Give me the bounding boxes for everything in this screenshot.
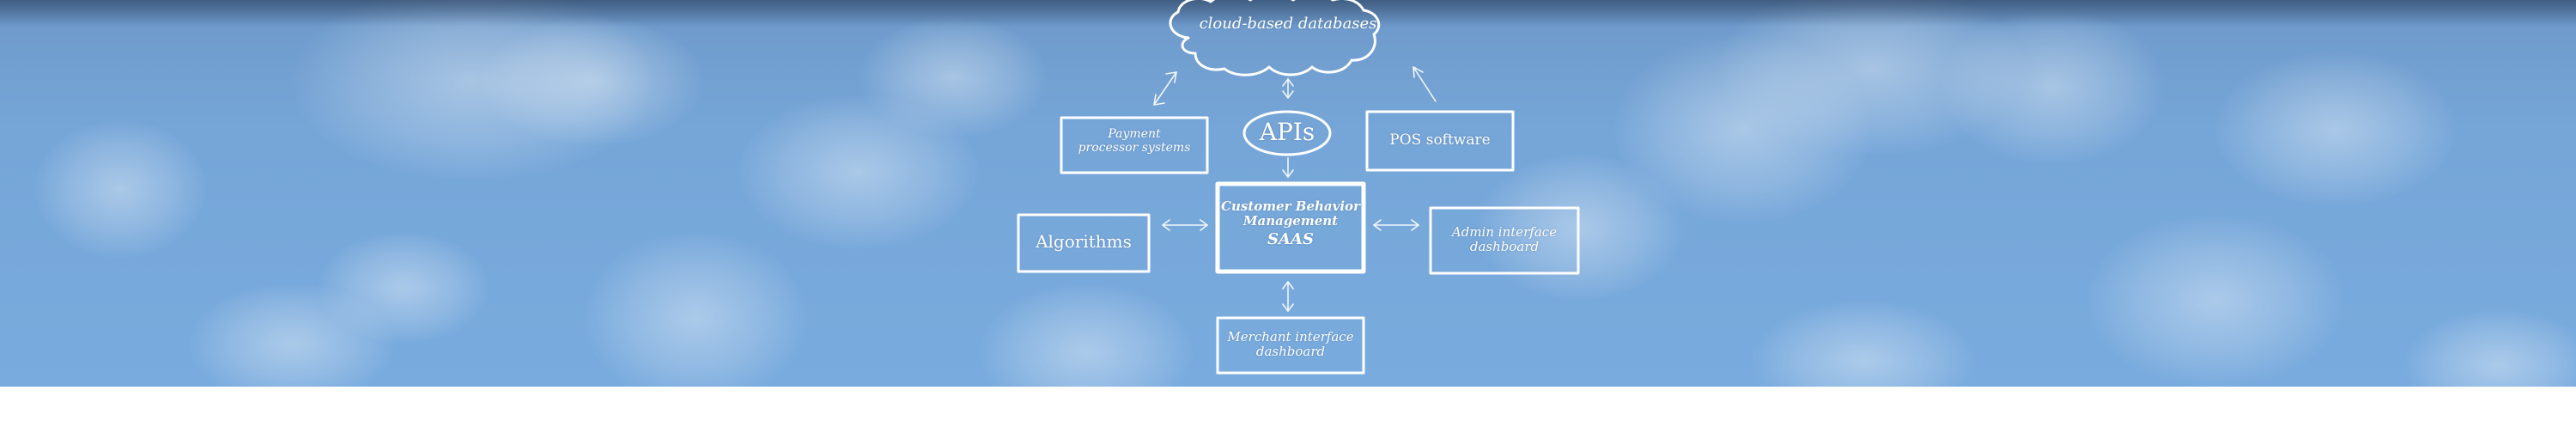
- payment-box: [1060, 116, 1209, 174]
- merchant-box: [1216, 316, 1365, 375]
- center-label: Customer Behavior Management SAAS: [1218, 198, 1364, 248]
- background-cloud: [2215, 52, 2456, 206]
- background-cloud: [584, 232, 807, 404]
- merchant-label-line1: Merchant interface: [1227, 329, 1354, 345]
- merchant-label: Merchant interface dashboard: [1218, 329, 1364, 360]
- payment-label-line2: processor systems: [1078, 141, 1191, 156]
- algorithms-box: [1017, 213, 1151, 273]
- background-cloud: [1941, 9, 2164, 163]
- center-box: [1215, 181, 1366, 274]
- apis-ellipse: [1242, 110, 1332, 156]
- pos-label-text: POS software: [1389, 131, 1491, 149]
- pos-box: [1365, 110, 1515, 172]
- background-cloud: [318, 232, 489, 344]
- cloud-shape: [1169, 0, 1381, 76]
- cloud-label: cloud-based databases: [1194, 15, 1382, 34]
- background-cloud: [189, 284, 395, 404]
- cloud-label-text: cloud-based databases: [1199, 15, 1377, 33]
- center-label-line2: Management: [1242, 213, 1339, 229]
- top-shade: [0, 0, 2576, 26]
- background-cloud: [1717, 0, 2026, 155]
- arrow-pos-cloud: [1413, 66, 1437, 102]
- admin-label-line1: Admin interface: [1451, 224, 1558, 240]
- background-cloud: [481, 17, 704, 146]
- apis-label-text: APIs: [1259, 118, 1315, 146]
- payment-label-line1: Payment: [1108, 127, 1161, 141]
- background-cloud: [1614, 34, 1872, 223]
- sky-background: [0, 0, 2576, 387]
- background-cloud: [34, 120, 206, 258]
- admin-box: [1429, 206, 1580, 275]
- admin-label: Admin interface dashboard: [1431, 224, 1578, 255]
- algorithms-label-text: Algorithms: [1036, 231, 1132, 252]
- admin-label-line2: dashboard: [1469, 239, 1540, 255]
- payment-label: Payment processor systems: [1061, 127, 1207, 155]
- diagram-drawing: [0, 0, 2576, 387]
- background-cloud: [1477, 155, 1683, 301]
- pos-label: POS software: [1367, 131, 1513, 149]
- background-cloud: [292, 0, 653, 180]
- apis-label: APIs: [1244, 118, 1330, 146]
- background-cloud: [2087, 215, 2344, 387]
- merchant-label-line2: dashboard: [1255, 344, 1326, 360]
- center-label-line3: SAAS: [1267, 229, 1314, 248]
- center-label-line1: Customer Behavior: [1221, 198, 1360, 214]
- arrow-payment-cloud: [1153, 71, 1177, 106]
- background-cloud: [738, 95, 979, 249]
- background-cloud: [859, 17, 1048, 137]
- algorithms-label: Algorithms: [1018, 232, 1149, 252]
